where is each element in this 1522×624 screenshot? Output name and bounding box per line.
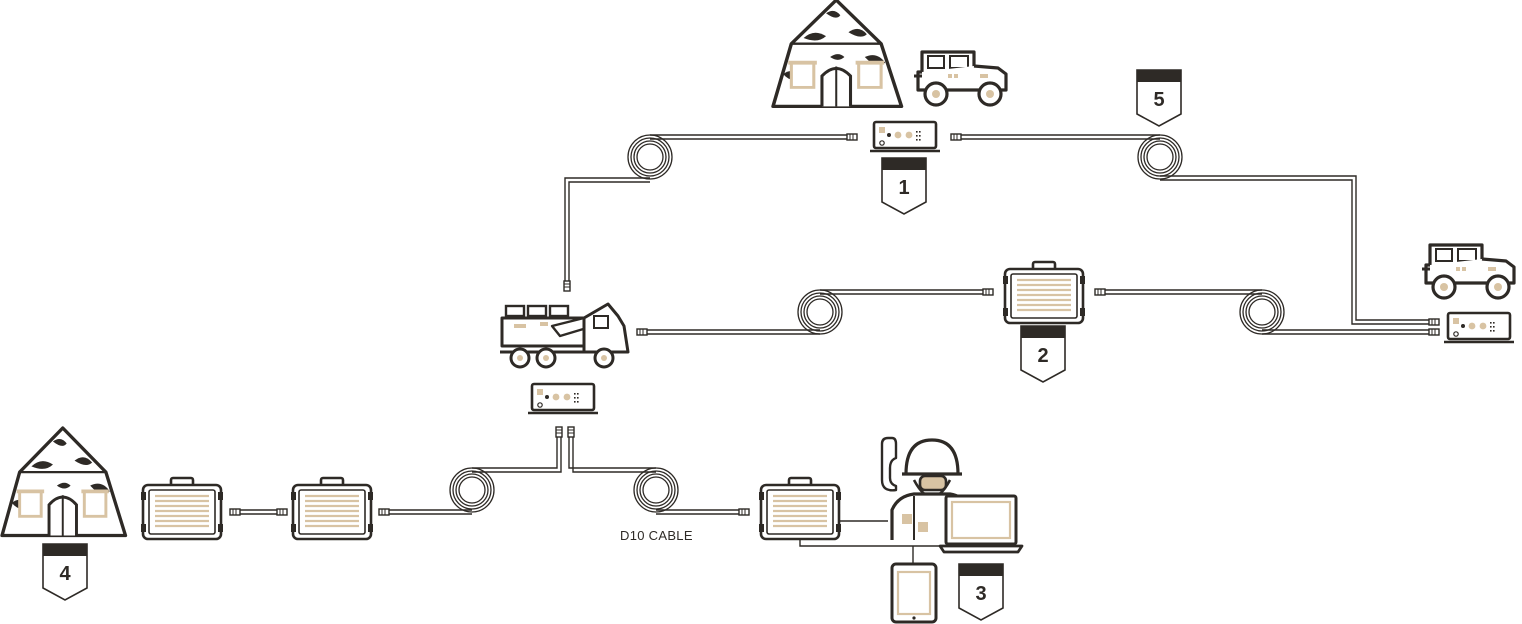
badge-1-label: 1 [898,177,909,199]
rugged-case-icon [757,476,843,541]
cable-truck-operator [567,426,750,516]
cable-operator-links [799,520,945,564]
cable-case-case [229,508,288,516]
badge-5-label: 5 [1153,89,1164,111]
camo-tent-icon [0,426,128,538]
badge-3-label: 3 [975,583,986,605]
tablet-icon [890,562,938,624]
rugged-case-icon [139,476,225,541]
jeep-icon [1420,243,1516,300]
radio-unit-icon [868,120,942,153]
camo-tent-icon [773,0,902,106]
cable-case2-node [1094,288,1440,336]
rugged-case-icon [289,476,375,541]
radio-unit-icon [1442,311,1516,344]
armored-truck-icon [500,302,630,369]
cable-network [229,133,1440,564]
badge-4: 4 [42,543,88,601]
radio-unit-icon [526,382,600,415]
cable-truck-left [378,426,563,516]
badge-3: 3 [958,563,1004,621]
rugged-case-icon [1001,260,1087,325]
jeep-icon [912,50,1008,107]
badge-1: 1 [881,157,927,215]
badge-5: 5 [1136,69,1182,127]
badge-4-label: 4 [59,563,71,585]
cable-node1-truck [563,133,858,292]
laptop-icon [938,494,1024,554]
badge-2-label: 2 [1037,345,1048,367]
cable-truck-case2 [636,288,994,336]
cable-node1-node5 [950,133,1440,326]
badge-2: 2 [1020,325,1066,383]
cable-label: D10 CABLE [620,528,693,543]
